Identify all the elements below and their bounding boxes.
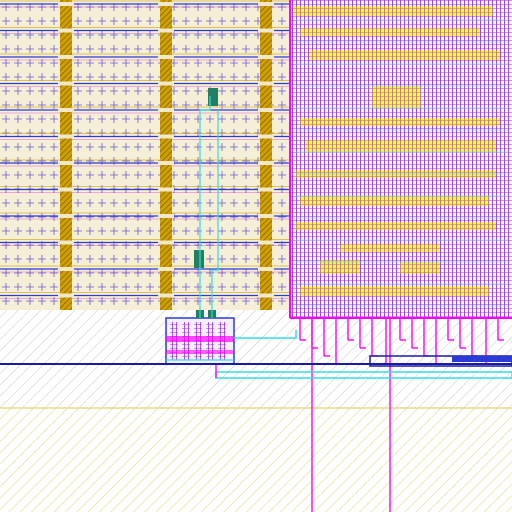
strap-gap xyxy=(258,267,274,271)
strap-gap xyxy=(58,81,74,86)
strap-gap xyxy=(58,267,74,271)
io-cyan-trace xyxy=(234,330,297,339)
via-marker[interactable] xyxy=(194,250,204,268)
strap-gap xyxy=(258,187,274,192)
strap-gap xyxy=(58,55,74,59)
strap-gap xyxy=(58,108,74,112)
strap-gap xyxy=(258,214,274,218)
strap-gap xyxy=(158,267,174,271)
strap-gap xyxy=(58,134,74,139)
power-strap-hatch xyxy=(260,0,272,310)
bus-bar xyxy=(369,355,512,367)
strap-gap xyxy=(258,108,274,112)
strap-gap xyxy=(58,214,74,218)
strap-gap xyxy=(258,2,274,6)
strap-gap xyxy=(158,240,174,245)
via-marker[interactable] xyxy=(208,88,218,106)
strap-gap xyxy=(258,134,274,139)
strap-gap xyxy=(158,214,174,218)
strap-gap xyxy=(58,2,74,6)
strap-gap xyxy=(158,81,174,86)
strap-gap xyxy=(258,161,274,165)
strap-gap xyxy=(158,161,174,165)
strap-gap xyxy=(158,134,174,139)
strap-gap xyxy=(158,108,174,112)
strap-gap xyxy=(258,81,274,86)
strap-gap xyxy=(58,187,74,192)
routing-mesh-overlay xyxy=(290,0,512,318)
strap-gap xyxy=(58,161,74,165)
strap-gap xyxy=(58,28,74,33)
strap-gap xyxy=(158,28,174,33)
strap-gap xyxy=(58,240,74,245)
cell-area-pattern xyxy=(0,0,290,310)
strap-gap xyxy=(158,293,174,298)
strap-gap xyxy=(158,2,174,6)
io-cyan-trace xyxy=(211,110,219,318)
power-strap-hatch xyxy=(160,0,172,310)
strap-gap xyxy=(258,240,274,245)
io-cell-block[interactable] xyxy=(165,96,512,379)
strap-gap xyxy=(158,187,174,192)
dense-routing-block[interactable] xyxy=(289,0,512,512)
strap-gap xyxy=(258,28,274,33)
io-cyan-trace xyxy=(199,96,211,318)
strap-gap xyxy=(258,293,274,298)
io-rail xyxy=(166,350,234,354)
strap-gap xyxy=(158,55,174,59)
power-strap-hatch xyxy=(60,0,72,310)
strap-gap xyxy=(258,55,274,59)
bus-segment xyxy=(452,356,512,362)
standard-cell-rows[interactable] xyxy=(0,0,290,310)
io-rail xyxy=(166,336,234,342)
substrate-hatch-upper xyxy=(0,310,512,410)
substrate-hatch-lower xyxy=(0,408,512,512)
strap-gap xyxy=(58,293,74,298)
